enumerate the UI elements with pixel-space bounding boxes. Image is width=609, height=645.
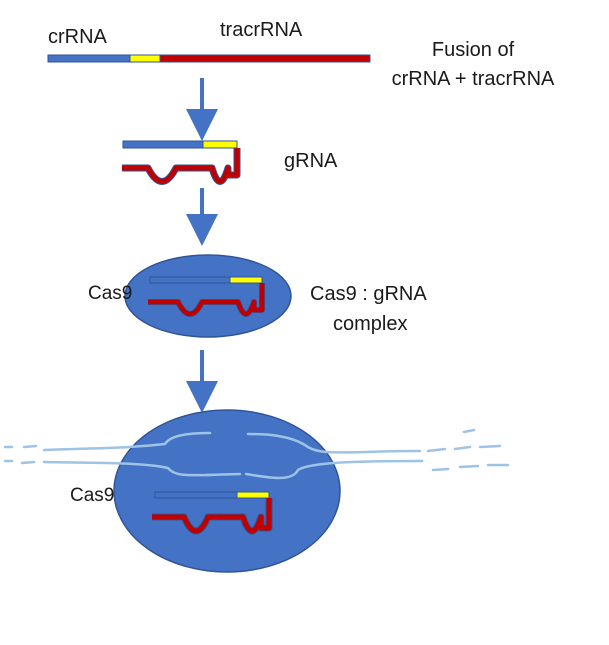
grna-label: gRNA	[284, 150, 338, 172]
grna-spacer-segment	[202, 140, 238, 149]
crrna-label: crRNA	[48, 26, 107, 48]
cas9-label-top: Cas9	[88, 283, 133, 304]
spacer-segment	[129, 54, 161, 63]
cas9-ellipse-bottom	[113, 409, 341, 573]
grna-tracr-hairpins	[122, 148, 240, 184]
cas9-ellipse-top	[124, 254, 292, 338]
bound-grna	[152, 491, 273, 535]
fusion-label-line1: Fusion of	[431, 39, 515, 61]
tracrrna-label: tracrRNA	[220, 19, 303, 41]
cas9-label-bottom: Cas9	[70, 485, 115, 506]
fusion-strand	[47, 54, 371, 63]
grna-crrna-segment	[122, 140, 204, 149]
fusion-label-line2: crRNA + tracrRNA	[391, 68, 555, 90]
complex-label-line1: Cas9 : gRNA	[310, 283, 427, 305]
complex-label-line2: complex	[333, 313, 408, 335]
complex-grna	[148, 276, 265, 317]
grna-structure	[122, 140, 241, 185]
tracrrna-segment	[159, 54, 371, 63]
crrna-segment	[47, 54, 131, 63]
dna-strands	[3, 428, 510, 480]
